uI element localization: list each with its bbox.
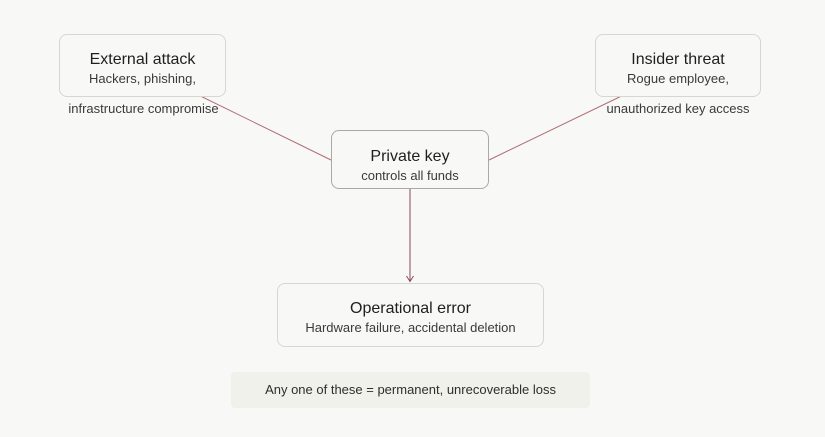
node-title: Private key bbox=[370, 148, 450, 165]
node-subtitle: Hardware failure, accidental deletion bbox=[305, 320, 516, 335]
connector-external-to-key bbox=[179, 85, 332, 161]
node-insider-threat: Insider threat Rogue employee, bbox=[595, 34, 761, 97]
node-operational-error: Operational error Hardware failure, acci… bbox=[277, 283, 544, 347]
node-external-attack: External attack Hackers, phishing, bbox=[59, 34, 226, 97]
connector-insider-to-key bbox=[488, 89, 635, 161]
node-title: Insider threat bbox=[631, 51, 725, 68]
arrowhead-down-icon bbox=[406, 275, 414, 283]
node-private-key: Private key controls all funds bbox=[331, 130, 489, 189]
node-subtitle: Hackers, phishing, bbox=[89, 71, 196, 86]
node-title: Operational error bbox=[350, 300, 471, 317]
node-title: External attack bbox=[89, 51, 196, 68]
loss-note: Any one of these = permanent, unrecovera… bbox=[231, 372, 590, 408]
node-subtitle-continued: infrastructure compromise bbox=[68, 101, 219, 116]
node-subtitle-continued: unauthorized key access bbox=[606, 101, 750, 116]
node-subtitle: controls all funds bbox=[361, 168, 459, 183]
node-subtitle: Rogue employee, bbox=[627, 71, 729, 86]
